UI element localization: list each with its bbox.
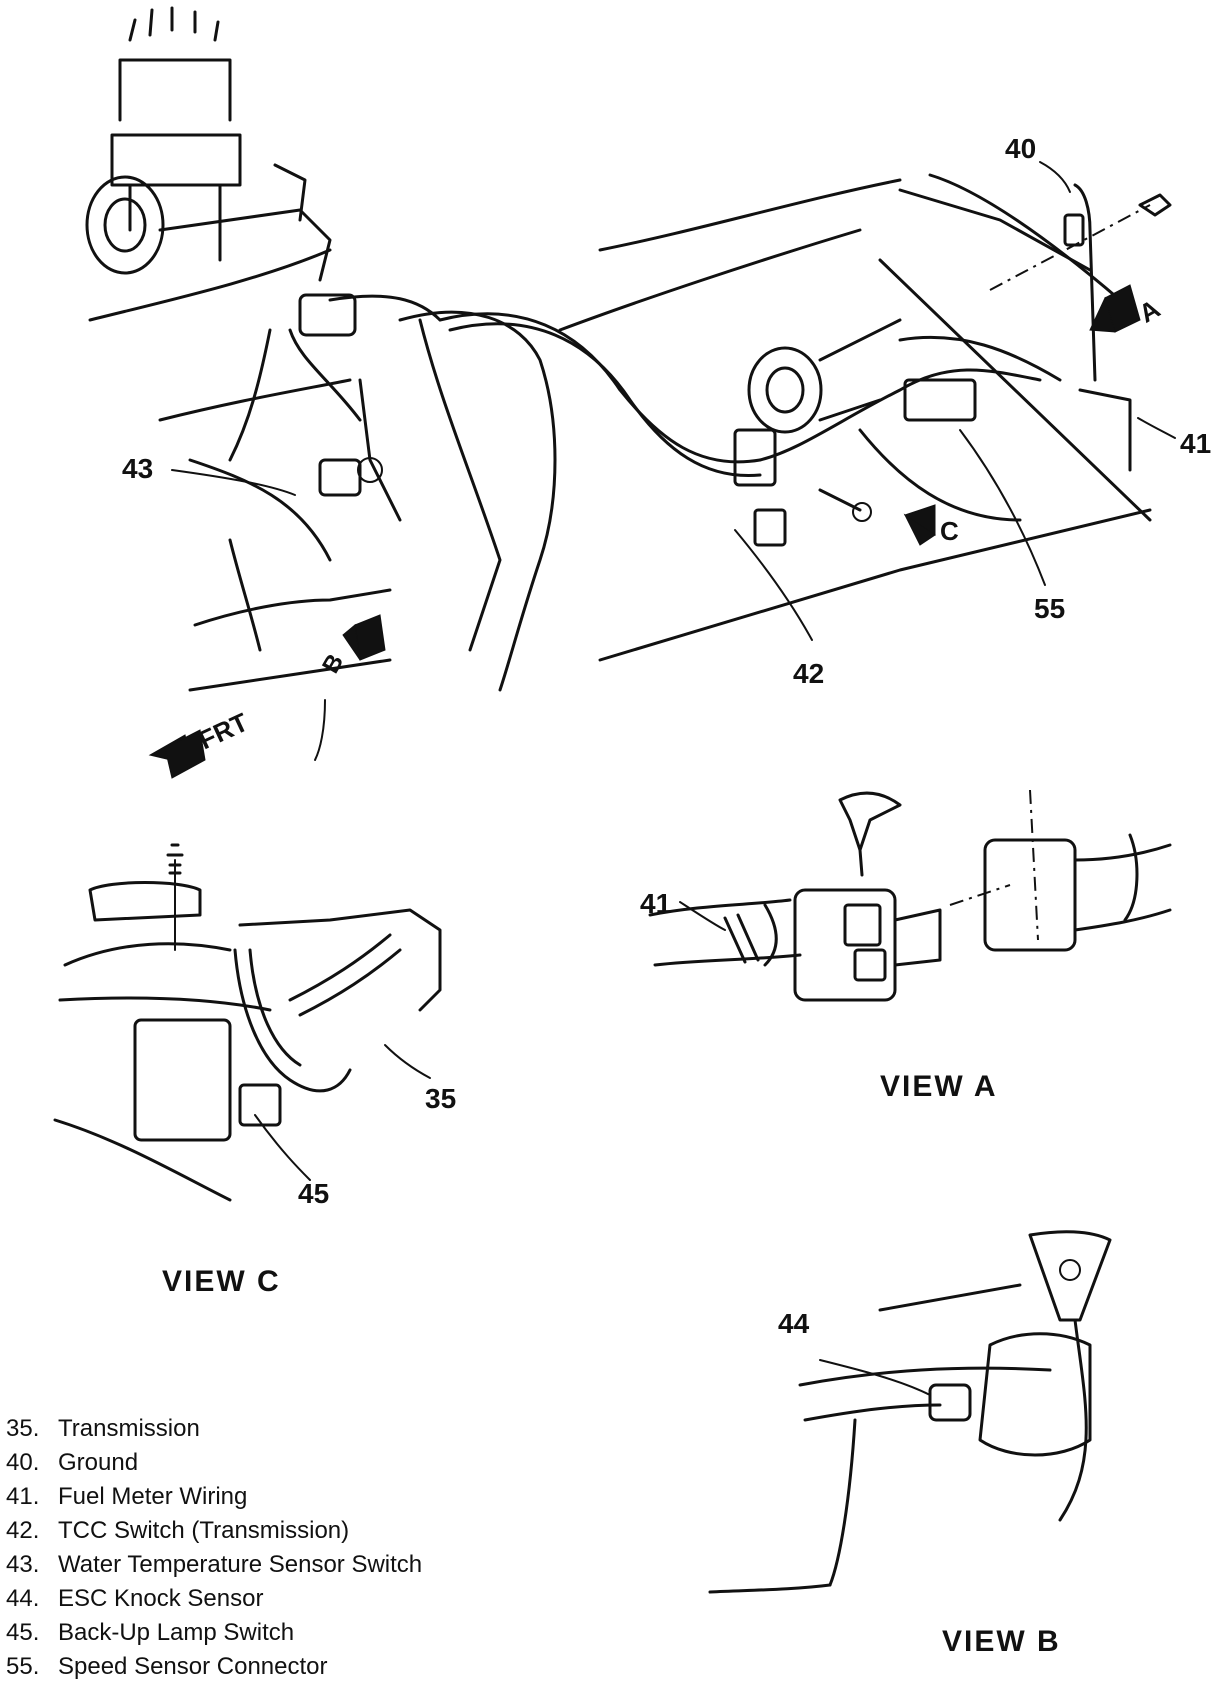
legend-label: Transmission (58, 1415, 200, 1442)
callout-35: 35 (425, 1083, 457, 1114)
view-a-title: VIEW A (880, 1070, 998, 1103)
wiring-harness-drawing (228, 293, 1062, 547)
legend-item: 40. Ground (6, 1446, 422, 1480)
legend-item: 35. Transmission (6, 1412, 422, 1446)
legend-number: 45. (6, 1619, 40, 1646)
front-direction-arrow (148, 729, 206, 779)
parts-legend: 35. Transmission 40. Ground 41. Fuel Meter … (6, 1412, 422, 1684)
callout-41-main: 41 (1180, 428, 1212, 459)
legend-item: 42. TCC Switch (Transmission) (6, 1514, 422, 1548)
legend-label: Fuel Meter Wiring (58, 1483, 248, 1510)
legend-item: 44. ESC Knock Sensor (6, 1582, 422, 1616)
legend-item: 43. Water Temperature Sensor Switch (6, 1548, 422, 1582)
legend-label: Back-Up Lamp Switch (58, 1619, 295, 1646)
bolt-42-drawing (818, 488, 872, 522)
transmission-front-drawing (747, 318, 902, 434)
legend-label: Water Temperature Sensor Switch (58, 1551, 423, 1578)
legend-number: 35. (6, 1415, 40, 1442)
callout-42: 42 (793, 658, 825, 689)
callout-55: 55 (1034, 593, 1066, 624)
ground-strap-drawing (989, 183, 1172, 472)
view-b-direction-arrow (342, 614, 386, 661)
callout-45: 45 (298, 1178, 330, 1209)
engine-block-drawing (88, 173, 1152, 692)
callout-44: 44 (778, 1308, 810, 1339)
view-b-drawing (708, 1230, 1112, 1594)
distributor-drawing (85, 6, 332, 282)
callout-41-view-a: 41 (640, 888, 672, 919)
legend-item: 55. Speed Sensor Connector (6, 1650, 422, 1684)
main-engine-view (85, 6, 1176, 779)
legend-number: 42. (6, 1517, 40, 1544)
legend-number: 41. (6, 1483, 40, 1510)
view-a-direction-arrow (1089, 284, 1141, 333)
callout-43: 43 (122, 453, 154, 484)
legend-label: Ground (58, 1449, 139, 1476)
view-a-drawing (648, 789, 1172, 1002)
legend-number: 40. (6, 1449, 40, 1476)
legend-number: 43. (6, 1551, 40, 1578)
legend-number: 55. (6, 1653, 40, 1680)
callout-40: 40 (1005, 133, 1037, 164)
view-b-title: VIEW B (942, 1625, 1061, 1658)
view-c-direction-arrow (903, 504, 936, 546)
legend-label: ESC Knock Sensor (58, 1585, 264, 1612)
legend-label: TCC Switch (Transmission) (58, 1517, 350, 1544)
legend-number: 44. (6, 1585, 40, 1612)
leader-lines-main (171, 161, 1176, 761)
legend-item: 41. Fuel Meter Wiring (6, 1480, 422, 1514)
legend-label: Speed Sensor Connector (58, 1653, 328, 1680)
view-c-title: VIEW C (162, 1265, 281, 1298)
arrow-label-c: C (940, 516, 959, 546)
legend-item: 45. Back-Up Lamp Switch (6, 1616, 422, 1650)
view-c-drawing (53, 843, 442, 1202)
